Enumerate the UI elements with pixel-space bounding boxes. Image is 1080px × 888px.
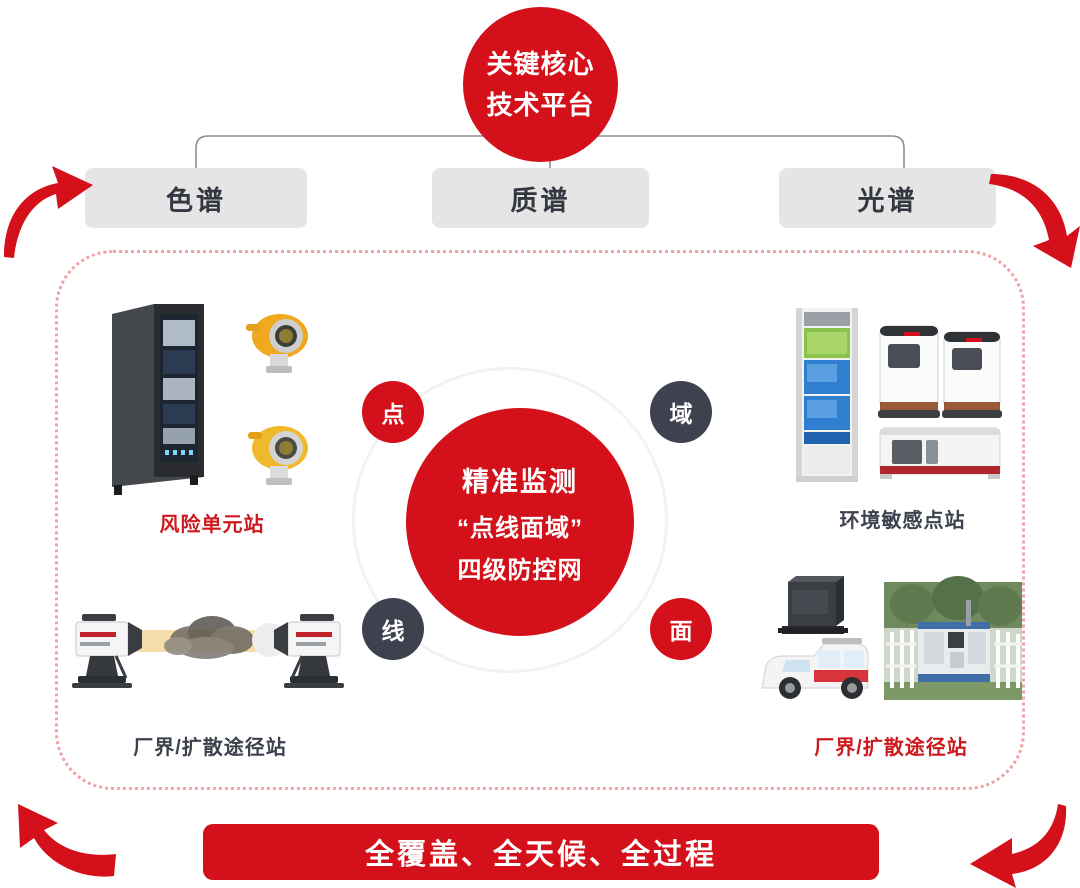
server-rack-cabinet-icon	[112, 304, 204, 495]
node-label: 线	[381, 618, 405, 644]
bottom-left-arrow-icon	[18, 804, 116, 877]
top-right-arrow-icon	[989, 174, 1080, 268]
category-label: 质谱	[510, 185, 571, 216]
node-yu[interactable]: 域	[650, 381, 712, 443]
open-path-ftir-receiver-icon	[252, 614, 344, 688]
hub-line-1: 关键核心	[486, 49, 595, 80]
analyzer-cabinet-icon-2	[942, 331, 1002, 418]
node-label: 面	[669, 618, 693, 644]
hub-line-2: 技术平台	[486, 89, 595, 120]
station-label-top-left: 风险单元站	[159, 514, 265, 536]
analyzer-cabinet-icon-1	[878, 325, 940, 418]
center-line-2: “点线面域”	[457, 514, 583, 542]
category-label: 色谱	[166, 185, 226, 216]
boundary-path-station-equipment-2	[761, 576, 1022, 700]
smoke-plume-icon	[164, 616, 254, 659]
node-label: 域	[669, 401, 693, 427]
environment-sensitive-station-equipment	[796, 308, 1002, 482]
station-group-bottom-right: 厂界/扩散途径站	[752, 570, 1030, 760]
node-label: 点	[381, 401, 405, 427]
center-circle: 精准监测 “点线面域” 四级防控网	[406, 408, 634, 636]
top-left-arrow-icon	[4, 166, 93, 258]
category-box-chromatography[interactable]: 色谱	[85, 168, 307, 228]
hub-circle: 关键核心 技术平台	[463, 7, 618, 162]
risk-unit-station-equipment	[112, 304, 308, 495]
station-label-bottom-left: 厂界/扩散途径站	[133, 737, 287, 759]
category-label: 光谱	[857, 185, 918, 216]
open-path-ftir-transmitter-icon	[72, 614, 142, 688]
bottom-right-arrow-icon	[970, 804, 1067, 888]
bottom-banner: 全覆盖、全天候、全过程	[203, 824, 879, 880]
portable-analyzer-icon	[778, 576, 848, 634]
analyzer-rack-icon	[796, 308, 858, 482]
node-xian[interactable]: 线	[362, 598, 424, 660]
station-group-top-right: 环境敏感点站	[780, 298, 1025, 533]
station-group-bottom-left: 厂界/扩散途径站	[60, 592, 360, 760]
station-label-bottom-right: 厂界/扩散途径站	[814, 737, 968, 759]
gas-detector-sensor-icon-2	[248, 426, 308, 485]
node-dian[interactable]: 点	[362, 381, 424, 443]
station-label-top-right: 环境敏感点站	[839, 510, 966, 532]
station-group-top-left: 风险单元站	[92, 292, 332, 537]
category-box-mass-spectrometry[interactable]: 质谱	[432, 168, 649, 228]
center-line-3: 四级防控网	[457, 556, 583, 584]
dashed-panel	[55, 250, 1025, 790]
node-mian[interactable]: 面	[650, 598, 712, 660]
mobile-monitoring-van-icon	[761, 638, 869, 699]
boundary-path-station-equipment	[72, 614, 344, 688]
gas-detector-sensor-icon-1	[246, 314, 308, 373]
benchtop-analyzer-icon	[879, 427, 1001, 479]
center-line-1: 精准监测	[462, 466, 578, 497]
center-ring	[352, 367, 668, 673]
category-box-spectroscopy[interactable]: 光谱	[779, 168, 996, 228]
banner-label: 全覆盖、全天候、全过程	[364, 839, 717, 871]
monitoring-station-photo-icon	[884, 576, 1022, 700]
